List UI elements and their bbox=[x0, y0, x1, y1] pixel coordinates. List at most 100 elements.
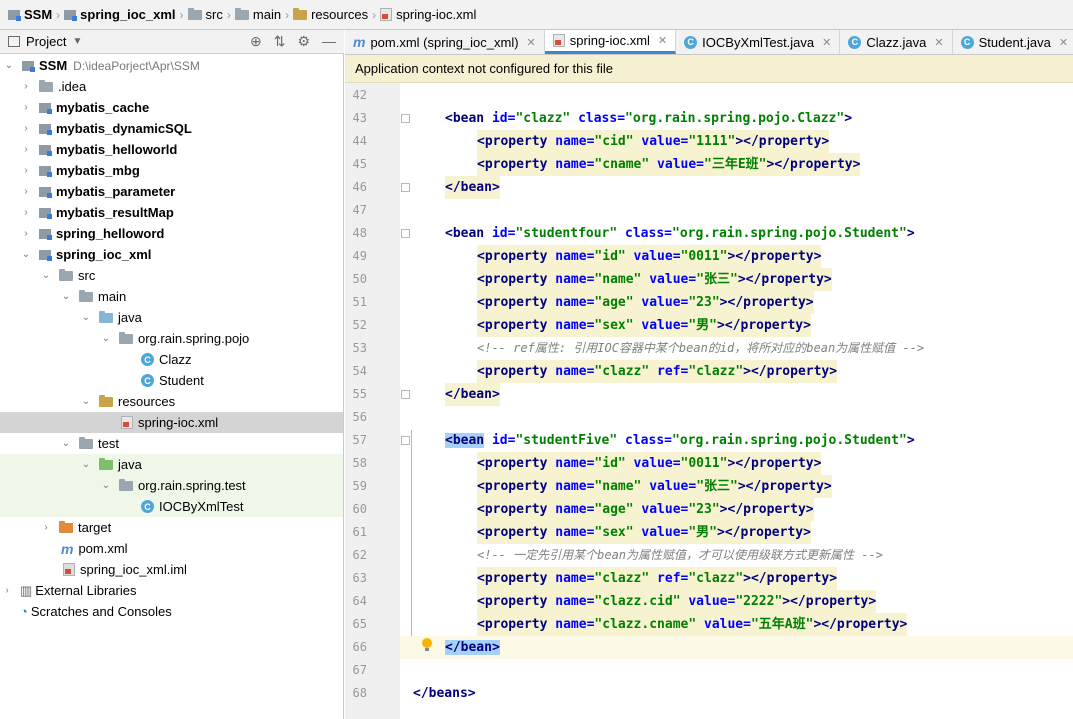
tree-node[interactable]: ›mybatis_helloworld bbox=[0, 139, 343, 160]
code-line-44[interactable]: <property name="cid" value="1111"></prop… bbox=[400, 130, 1073, 153]
tree-node[interactable]: ⌄java bbox=[0, 454, 343, 475]
module-icon bbox=[39, 228, 52, 240]
tree-node[interactable]: ›.idea bbox=[0, 76, 343, 97]
fold-marker-icon[interactable] bbox=[401, 183, 410, 192]
tree-node[interactable]: ⌄src bbox=[0, 265, 343, 286]
code-line-58[interactable]: <property name="id" value="0011"></prope… bbox=[400, 452, 1073, 475]
code-line-66-current[interactable]: </bean> bbox=[400, 636, 1073, 659]
line-number: 42 bbox=[352, 88, 367, 102]
breadcrumb-file[interactable]: spring-ioc.xml bbox=[376, 7, 480, 22]
code-line-52[interactable]: <property name="sex" value="男"></propert… bbox=[400, 314, 1073, 337]
module-icon bbox=[22, 60, 35, 72]
code-line-65[interactable]: <property name="clazz.cname" value="五年A班… bbox=[400, 613, 1073, 636]
class-icon: C bbox=[141, 500, 154, 513]
code-line-46[interactable]: </bean> bbox=[400, 176, 1073, 199]
breadcrumb-ssm[interactable]: SSM bbox=[4, 7, 56, 22]
tree-node-selected[interactable]: spring-ioc.xml bbox=[0, 412, 343, 433]
tree-node[interactable]: ›mybatis_parameter bbox=[0, 181, 343, 202]
line-number: 57 bbox=[352, 433, 367, 447]
tree-node[interactable]: ›▥External Libraries bbox=[0, 580, 343, 601]
line-number: 49 bbox=[352, 249, 367, 263]
tree-node[interactable]: ⌄org.rain.spring.pojo bbox=[0, 328, 343, 349]
breadcrumb-main[interactable]: main bbox=[231, 7, 285, 22]
tree-node[interactable]: ›mybatis_cache bbox=[0, 97, 343, 118]
breadcrumb-module[interactable]: spring_ioc_xml bbox=[60, 7, 179, 22]
close-icon[interactable]: ✕ bbox=[657, 35, 668, 47]
tree-node[interactable]: ›mybatis_dynamicSQL bbox=[0, 118, 343, 139]
class-icon: C bbox=[684, 35, 698, 49]
gear-icon[interactable]: ⚙ bbox=[297, 33, 310, 49]
code-line-43[interactable]: <bean id="clazz" class="org.rain.spring.… bbox=[445, 111, 853, 126]
xml-file-icon bbox=[380, 8, 393, 21]
code-line-50[interactable]: <property name="name" value="张三"></prope… bbox=[400, 268, 1073, 291]
tree-node[interactable]: ⌄org.rain.spring.test bbox=[0, 475, 343, 496]
code-line-57[interactable]: <bean id="studentFive" class="org.rain.s… bbox=[445, 433, 915, 448]
line-number: 53 bbox=[352, 341, 367, 355]
tree-node[interactable]: ›mybatis_mbg bbox=[0, 160, 343, 181]
code-line-59[interactable]: <property name="name" value="张三"></prope… bbox=[400, 475, 1073, 498]
tree-node[interactable]: ⌄java bbox=[0, 307, 343, 328]
tree-node[interactable]: ›target bbox=[0, 517, 343, 538]
module-icon bbox=[39, 102, 52, 114]
breadcrumb-resources[interactable]: resources bbox=[289, 7, 372, 22]
collapse-all-icon[interactable]: ⇅ bbox=[273, 33, 286, 49]
maven-icon: m bbox=[61, 540, 74, 557]
tree-node[interactable]: ›spring_helloword bbox=[0, 223, 343, 244]
tree-node[interactable]: ⌄test bbox=[0, 433, 343, 454]
tree-node[interactable]: ◔Scratches and Consoles bbox=[20, 604, 172, 619]
chevron-down-icon: ▼ bbox=[72, 36, 83, 47]
chevron-down-icon: ⌄ bbox=[61, 438, 71, 449]
fold-marker-icon[interactable] bbox=[401, 114, 410, 123]
tree-node[interactable]: spring_ioc_xml.iml bbox=[0, 559, 343, 580]
code-line-54[interactable]: <property name="clazz" ref="clazz"></pro… bbox=[400, 360, 1073, 383]
code-line-64[interactable]: <property name="clazz.cid" value="2222">… bbox=[400, 590, 1073, 613]
library-icon: ▥ bbox=[20, 582, 33, 598]
folder-icon bbox=[187, 7, 202, 20]
close-icon[interactable]: ✕ bbox=[526, 36, 536, 49]
code-line-63[interactable]: <property name="clazz" ref="clazz"></pro… bbox=[400, 567, 1073, 590]
close-icon[interactable]: ✕ bbox=[822, 36, 832, 49]
code-line-61[interactable]: <property name="sex" value="男"></propert… bbox=[400, 521, 1073, 544]
tab-spring-ioc-xml[interactable]: spring-ioc.xml✕ bbox=[544, 30, 677, 54]
fold-marker-icon[interactable] bbox=[401, 390, 410, 399]
tree-node[interactable]: ⌄spring_ioc_xml bbox=[0, 244, 343, 265]
line-number: 64 bbox=[352, 594, 367, 608]
hide-icon[interactable]: — bbox=[322, 33, 336, 49]
fold-marker-icon[interactable] bbox=[401, 229, 410, 238]
close-icon[interactable]: ✕ bbox=[1058, 36, 1069, 49]
folder-icon bbox=[79, 436, 93, 449]
breadcrumb-src[interactable]: src bbox=[184, 7, 227, 22]
chevron-right-icon: › bbox=[24, 102, 28, 113]
code-line-68[interactable]: </beans> bbox=[413, 686, 476, 701]
code-line-48[interactable]: <bean id="studentfour" class="org.rain.s… bbox=[445, 226, 915, 241]
code-line-51[interactable]: <property name="age" value="23"></proper… bbox=[400, 291, 1073, 314]
code-line-62[interactable]: <!-- 一定先引用某个bean为属性赋值，才可以使用级联方式更新属性 --> bbox=[477, 548, 883, 562]
tree-node[interactable]: ⌄resources bbox=[0, 391, 343, 412]
xml-file-icon bbox=[552, 34, 565, 47]
line-number: 67 bbox=[352, 663, 367, 677]
code-line-53[interactable]: <!-- ref属性: 引用IOC容器中某个bean的id，将所对应的bean为… bbox=[477, 341, 925, 355]
project-view-selector[interactable]: Project ▼ bbox=[0, 34, 82, 49]
code-line-45[interactable]: <property name="cname" value="三年E班"></pr… bbox=[400, 153, 1073, 176]
code-line-55[interactable]: </bean> bbox=[400, 383, 1073, 406]
code-line-60[interactable]: <property name="age" value="23"></proper… bbox=[400, 498, 1073, 521]
folder-icon bbox=[39, 79, 53, 92]
module-icon bbox=[8, 9, 21, 21]
code-line-49[interactable]: <property name="id" value="0011"></prope… bbox=[400, 245, 1073, 268]
locate-icon[interactable]: ⊕ bbox=[249, 33, 262, 49]
tree-node[interactable]: ⌄main bbox=[0, 286, 343, 307]
fold-marker-icon[interactable] bbox=[401, 436, 410, 445]
close-icon[interactable]: ✕ bbox=[934, 36, 944, 49]
tree-node[interactable]: ›mybatis_resultMap bbox=[0, 202, 343, 223]
lightbulb-icon[interactable] bbox=[422, 638, 432, 651]
